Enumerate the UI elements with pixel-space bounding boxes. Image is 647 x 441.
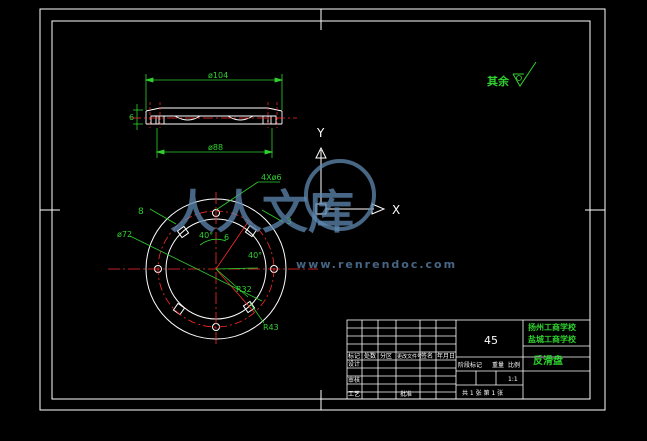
tb-school-2: 盐城工商学校 xyxy=(528,334,577,344)
front-view-dimensions xyxy=(129,181,284,324)
dim-8: 8 xyxy=(138,207,144,217)
dim-6: 6 xyxy=(224,233,229,242)
tb-material: 45 xyxy=(484,334,498,347)
roughness-symbol: 其余 xyxy=(487,61,537,88)
tb-sheet-text: 共 1 张 第 1 张 xyxy=(462,389,503,397)
tb-stage-label: 阶段标记 xyxy=(458,361,482,369)
tb-row-label-4: 更改文件号 xyxy=(397,353,422,360)
tb-row-label-6: 年月日 xyxy=(437,352,455,360)
ucs-x-label: X xyxy=(392,203,400,217)
dim-phi72: ø72 xyxy=(117,230,132,239)
dim-3: 3 xyxy=(286,217,292,227)
watermark-text: 人人文库 xyxy=(170,185,354,239)
tb-part-name: 反滑盘 xyxy=(533,354,563,367)
dim-hole-count: 4Xø6 xyxy=(261,173,282,182)
top-view-centerlines xyxy=(131,102,297,128)
tb-review-label: 审核 xyxy=(348,376,360,384)
dim-bottom-diameter: ø88 xyxy=(208,143,223,152)
tb-scale-label: 比例 xyxy=(508,361,520,369)
tb-scale-value: 1:1 xyxy=(508,376,518,383)
top-view-outline xyxy=(145,107,283,125)
dim-thickness: 6 xyxy=(129,113,134,122)
tb-design-label: 设计 xyxy=(348,360,360,368)
dim-angle-1: 40° xyxy=(199,231,213,240)
tb-school-1: 扬州工商学校 xyxy=(528,322,577,332)
roughness-label: 其余 xyxy=(487,74,510,88)
ucs-y-label: Y xyxy=(316,126,325,140)
top-view-dimensions xyxy=(133,74,284,158)
watermark-url: www.renrendoc.com xyxy=(296,258,457,271)
tb-row-label-2: 处数 xyxy=(364,352,376,360)
tb-approve-label: 批准 xyxy=(400,390,412,398)
front-view-centerlines xyxy=(108,192,318,344)
tb-row-label-1: 标记 xyxy=(348,352,360,360)
dim-top-diameter: ø104 xyxy=(208,71,228,80)
tb-row-label-5: 签名 xyxy=(421,352,433,360)
dim-r32: R32 xyxy=(236,285,252,294)
watermark-logo-icon xyxy=(304,159,376,231)
dim-r43: R43 xyxy=(263,323,279,332)
drawing-frame xyxy=(39,8,606,411)
tb-process-label: 工艺 xyxy=(348,390,360,398)
dim-angle-2: 40° xyxy=(248,251,262,260)
top-view: ø104 ø88 6 xyxy=(129,71,297,158)
tb-row-label-3: 分区 xyxy=(380,352,392,360)
watermark: 人人文库 www.renrendoc.com xyxy=(170,159,457,271)
front-view: 4Xø6 8 3 ø72 40° 6 40° R32 R43 xyxy=(108,173,318,344)
title-block: 标记 处数 分区 更改文件号 签名 年月日 设计 审核 工艺 批准 45 扬州工… xyxy=(346,319,591,400)
tb-weight-label: 重量 xyxy=(492,361,504,369)
